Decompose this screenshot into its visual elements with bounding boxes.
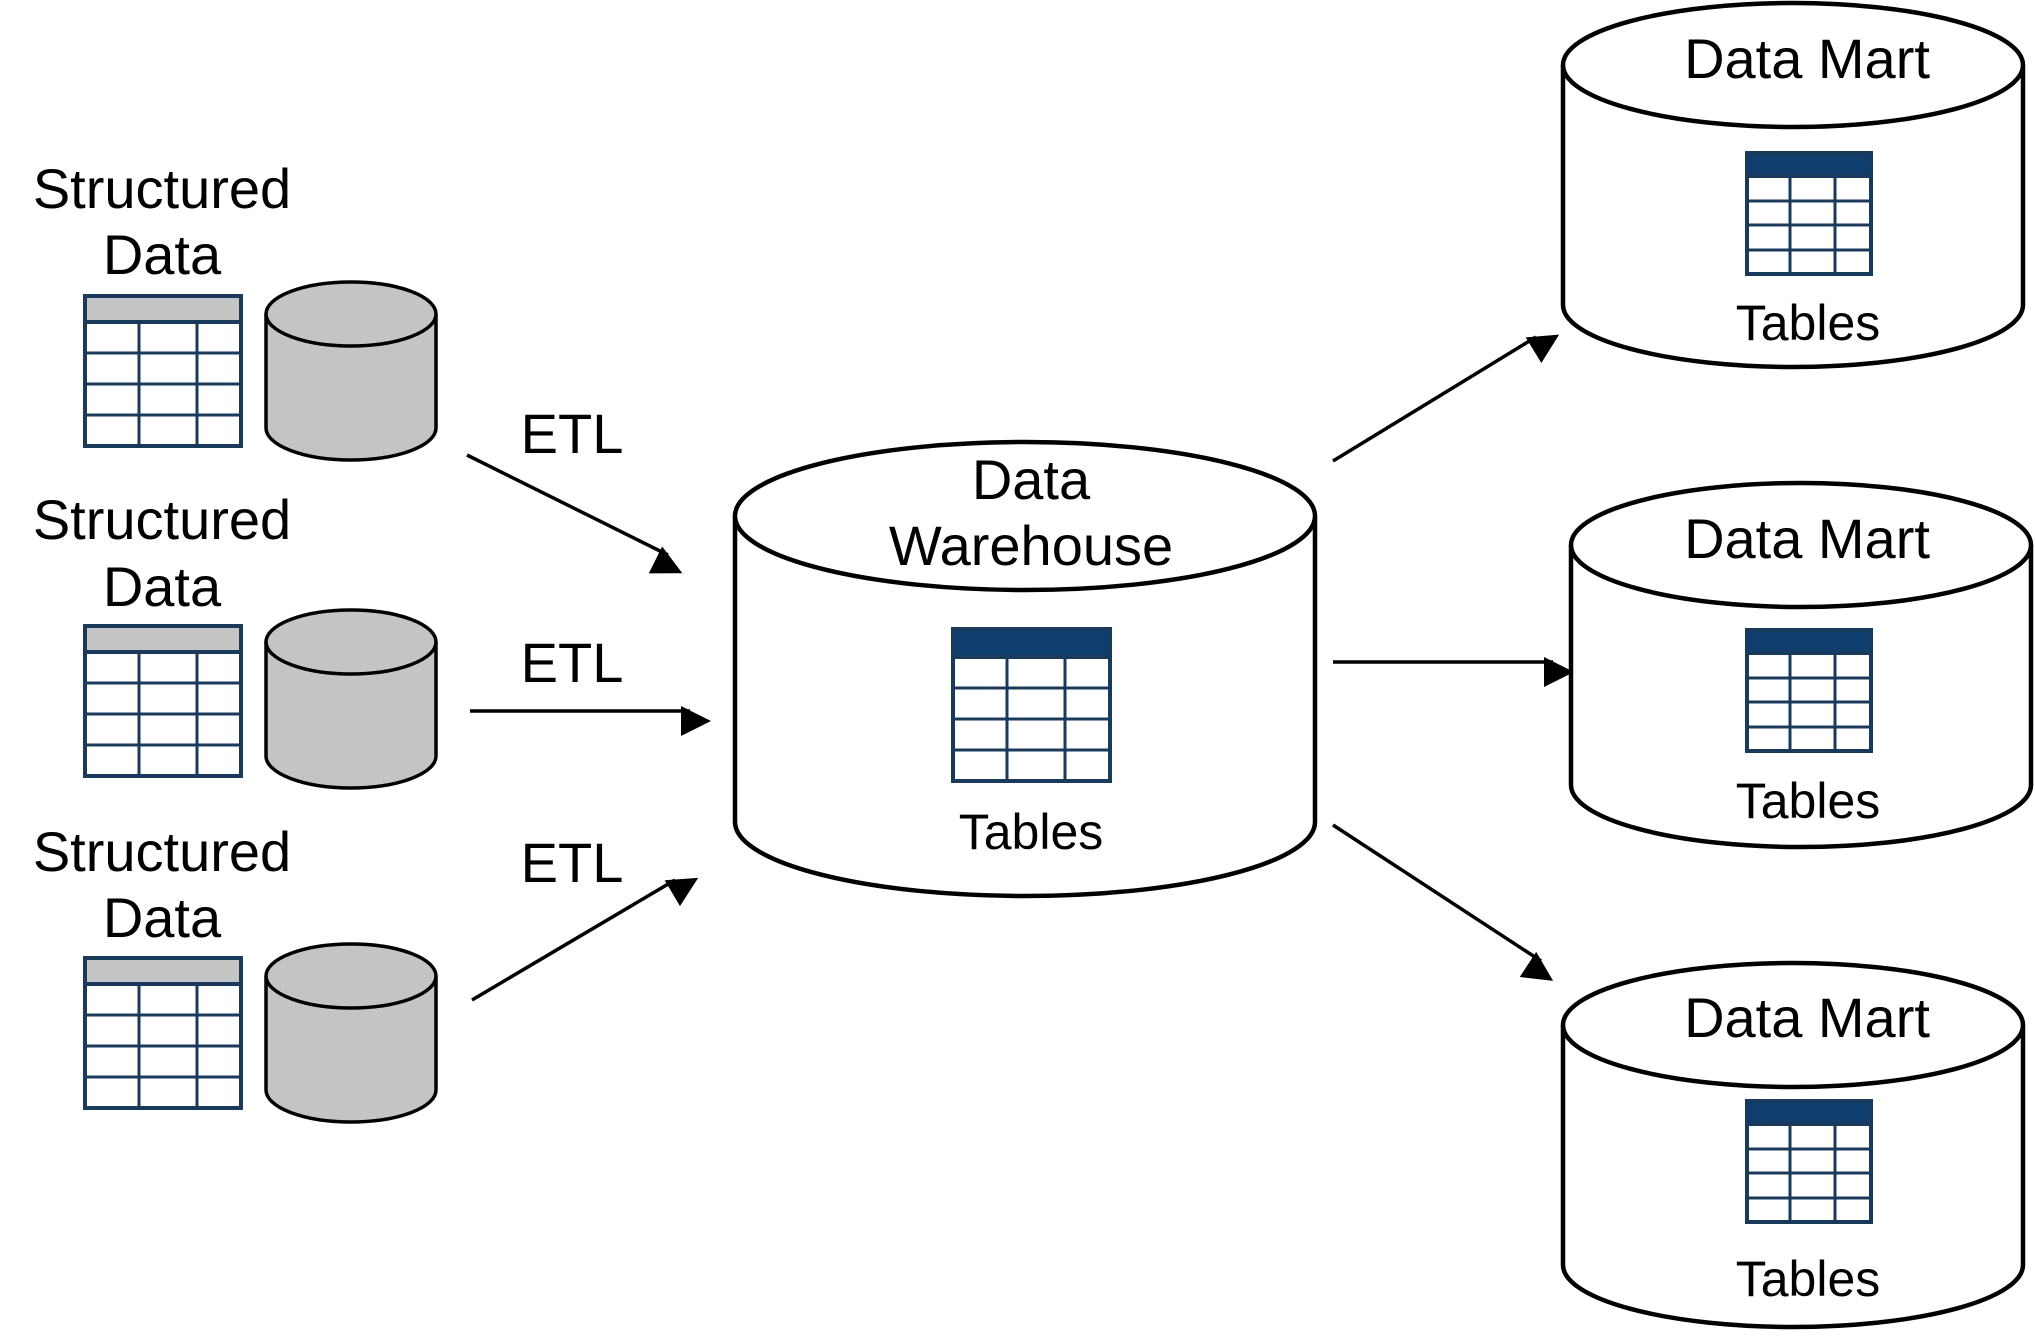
table-icon bbox=[1745, 1099, 1873, 1224]
warehouse-title-line2: Warehouse bbox=[889, 514, 1173, 577]
mart-tables-label: Tables bbox=[1736, 773, 1881, 829]
table-icon bbox=[951, 627, 1112, 783]
etl-arrow-3 bbox=[471, 877, 699, 1002]
warehouse-tables-label: Tables bbox=[959, 804, 1104, 860]
mart-tables-label: Tables bbox=[1736, 1251, 1881, 1307]
source-label-line1: Structured bbox=[33, 157, 291, 220]
mart-title: Data Mart bbox=[1684, 507, 1930, 570]
table-icon bbox=[1745, 151, 1873, 276]
source-label-line2: Data bbox=[103, 886, 222, 949]
source-label-line2: Data bbox=[103, 223, 222, 286]
data-mart-2: Data Mart Tables bbox=[1568, 480, 2034, 850]
source-group-2: Structured Data ETL bbox=[33, 488, 711, 790]
source-table-icon bbox=[83, 956, 243, 1110]
etl-label: ETL bbox=[521, 631, 624, 694]
mart-tables-label: Tables bbox=[1736, 295, 1881, 351]
data-warehouse: Data Warehouse Tables bbox=[732, 439, 1318, 899]
database-cylinder-icon bbox=[264, 608, 438, 790]
source-label-line1: Structured bbox=[33, 488, 291, 551]
source-label-line2: Data bbox=[103, 555, 222, 618]
database-cylinder-icon bbox=[264, 942, 438, 1124]
mart-arrow-1 bbox=[1332, 334, 1560, 463]
database-cylinder-icon bbox=[1568, 480, 2034, 850]
mart-title: Data Mart bbox=[1684, 27, 1930, 90]
etl-label: ETL bbox=[521, 402, 624, 465]
table-icon bbox=[1745, 628, 1873, 753]
database-cylinder-icon bbox=[264, 280, 438, 462]
source-table-icon bbox=[83, 624, 243, 778]
warehouse-title-line1: Data bbox=[972, 448, 1091, 511]
source-table-icon bbox=[83, 294, 243, 448]
etl-arrow-1 bbox=[466, 453, 683, 574]
mart-arrow-3 bbox=[1332, 823, 1554, 981]
data-mart-1: Data Mart Tables bbox=[1560, 0, 2026, 370]
etl-label: ETL bbox=[521, 831, 624, 894]
source-label-line1: Structured bbox=[33, 820, 291, 883]
source-group-3: Structured Data ETL bbox=[33, 820, 699, 1124]
data-mart-3: Data Mart Tables bbox=[1560, 960, 2026, 1330]
source-group-1: Structured Data ETL bbox=[33, 157, 683, 574]
mart-title: Data Mart bbox=[1684, 986, 1930, 1049]
